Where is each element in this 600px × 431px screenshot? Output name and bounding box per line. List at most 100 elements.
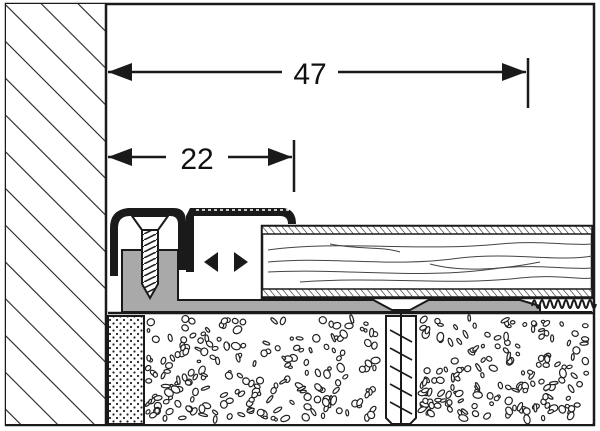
- aggregate-pebble: [211, 409, 219, 416]
- aggregate-pebble: [484, 331, 491, 338]
- aggregate-pebble: [488, 364, 499, 372]
- aggregate-pebble: [270, 415, 276, 421]
- aggregate-pebble: [312, 333, 321, 343]
- aggregate-pebble: [192, 387, 199, 397]
- aggregate-pebble: [219, 392, 229, 398]
- aggregate-pebble: [152, 371, 158, 378]
- profile-screw: [130, 215, 170, 301]
- aggregate-pebble: [419, 315, 428, 324]
- aggregate-pebble: [232, 325, 243, 335]
- aggregate-pebble: [447, 337, 454, 347]
- aggregate-pebble: [530, 325, 536, 334]
- aggregate-pebble: [516, 401, 524, 412]
- aggregate-pebble: [464, 365, 472, 373]
- aggregate-pebble: [177, 415, 187, 421]
- aggregate-pebble: [151, 335, 160, 344]
- aggregate-pebble: [246, 407, 255, 413]
- aggregate-pebble: [145, 378, 153, 384]
- aggregate-pebble: [345, 409, 350, 417]
- aggregate-pebble: [303, 358, 310, 367]
- aggregate-pebble: [252, 360, 257, 368]
- edge-insulation-strip: [107, 315, 145, 425]
- aggregate-pebble: [566, 364, 573, 370]
- aggregate-pebble: [280, 414, 291, 423]
- aggregate-pebble: [437, 389, 446, 398]
- aggregate-pebble: [192, 373, 199, 381]
- aggregate-pebble: [522, 322, 528, 327]
- aggregate-pebble: [363, 328, 368, 333]
- aggregate-pebble: [212, 415, 218, 424]
- aggregate-pebble: [363, 338, 372, 348]
- aggregate-pebble: [483, 412, 492, 420]
- aggregate-pebble: [260, 349, 268, 358]
- aggregate-pebble: [570, 372, 578, 380]
- aggregate-pebble: [497, 381, 504, 390]
- aggregate-pebble: [320, 412, 326, 420]
- aggregate-pebble: [284, 362, 292, 368]
- aggregate-pebble: [493, 334, 502, 341]
- aggregate-pebble: [514, 343, 521, 349]
- concrete-substrate: [108, 311, 594, 425]
- aggregate-pebble: [472, 345, 480, 352]
- aggregate-pebble: [515, 351, 521, 357]
- aggregate-pebble: [424, 325, 431, 335]
- aggregate-pebble: [200, 385, 211, 391]
- aggregate-pebble: [434, 317, 441, 325]
- aggregate-pebble: [295, 336, 304, 341]
- aggregate-pebble: [248, 379, 255, 388]
- aggregate-pebble: [145, 409, 151, 415]
- aggregate-pebble: [188, 317, 196, 325]
- aggregate-pebble: [234, 388, 240, 395]
- dimension-47: 47: [108, 58, 530, 108]
- aggregate-pebble: [237, 390, 246, 398]
- aggregate-pebble: [349, 314, 355, 324]
- aggregate-pebble: [273, 382, 279, 389]
- aggregate-pebble: [176, 375, 181, 386]
- aggregate-pebble: [209, 354, 217, 361]
- aggregate-pebble: [273, 406, 283, 414]
- aggregate-pebble: [460, 408, 469, 415]
- aggregate-pebble: [330, 395, 338, 406]
- aggregate-pebble: [344, 322, 354, 330]
- aggregate-pebble: [554, 361, 561, 368]
- aggregate-pebble: [446, 399, 453, 406]
- aggregate-pebble: [215, 356, 221, 366]
- aggregate-pebble: [372, 364, 377, 372]
- aggregate-pebble: [333, 335, 339, 340]
- aggregate-pebble: [428, 401, 435, 410]
- aggregate-pebble: [579, 341, 589, 346]
- aggregate-pebble: [371, 341, 378, 350]
- aggregate-pebble: [184, 379, 192, 386]
- aggregate-pebble: [334, 379, 342, 387]
- aggregate-pebble: [323, 369, 331, 380]
- aggregate-pebble: [251, 391, 259, 399]
- aggregate-pebble: [262, 415, 269, 420]
- aggregate-pebble: [239, 318, 247, 326]
- dimension-22-label: 22: [180, 143, 213, 176]
- aggregate-pebble: [237, 412, 246, 418]
- aggregate-pebble: [182, 347, 190, 356]
- aggregate-pebble: [511, 387, 520, 393]
- aggregate-pebble: [471, 402, 478, 410]
- aggregate-pebble: [493, 395, 500, 402]
- aggregate-pebble: [450, 384, 455, 391]
- aggregate-pebble: [303, 403, 312, 411]
- aggregate-pebble: [363, 321, 369, 326]
- aggregate-pebble: [472, 322, 477, 329]
- aggregate-pebble: [572, 346, 581, 355]
- aggregate-pebble: [558, 368, 567, 379]
- aggregate-pebble: [538, 333, 545, 340]
- aggregate-pebble: [472, 391, 483, 399]
- aggregate-pebble: [435, 376, 445, 385]
- aggregate-pebble: [544, 355, 551, 364]
- aggregate-pebble: [256, 408, 265, 417]
- aggregate-pebble: [301, 413, 310, 422]
- aggregate-pebble: [167, 333, 173, 343]
- aggregate-pebble: [474, 382, 481, 390]
- aggregate-pebble: [279, 378, 288, 385]
- aggregate-pebble: [196, 359, 202, 364]
- aggregate-pebble: [446, 405, 453, 413]
- aggregate-pebble: [571, 330, 579, 337]
- aggregate-pebble: [457, 398, 465, 404]
